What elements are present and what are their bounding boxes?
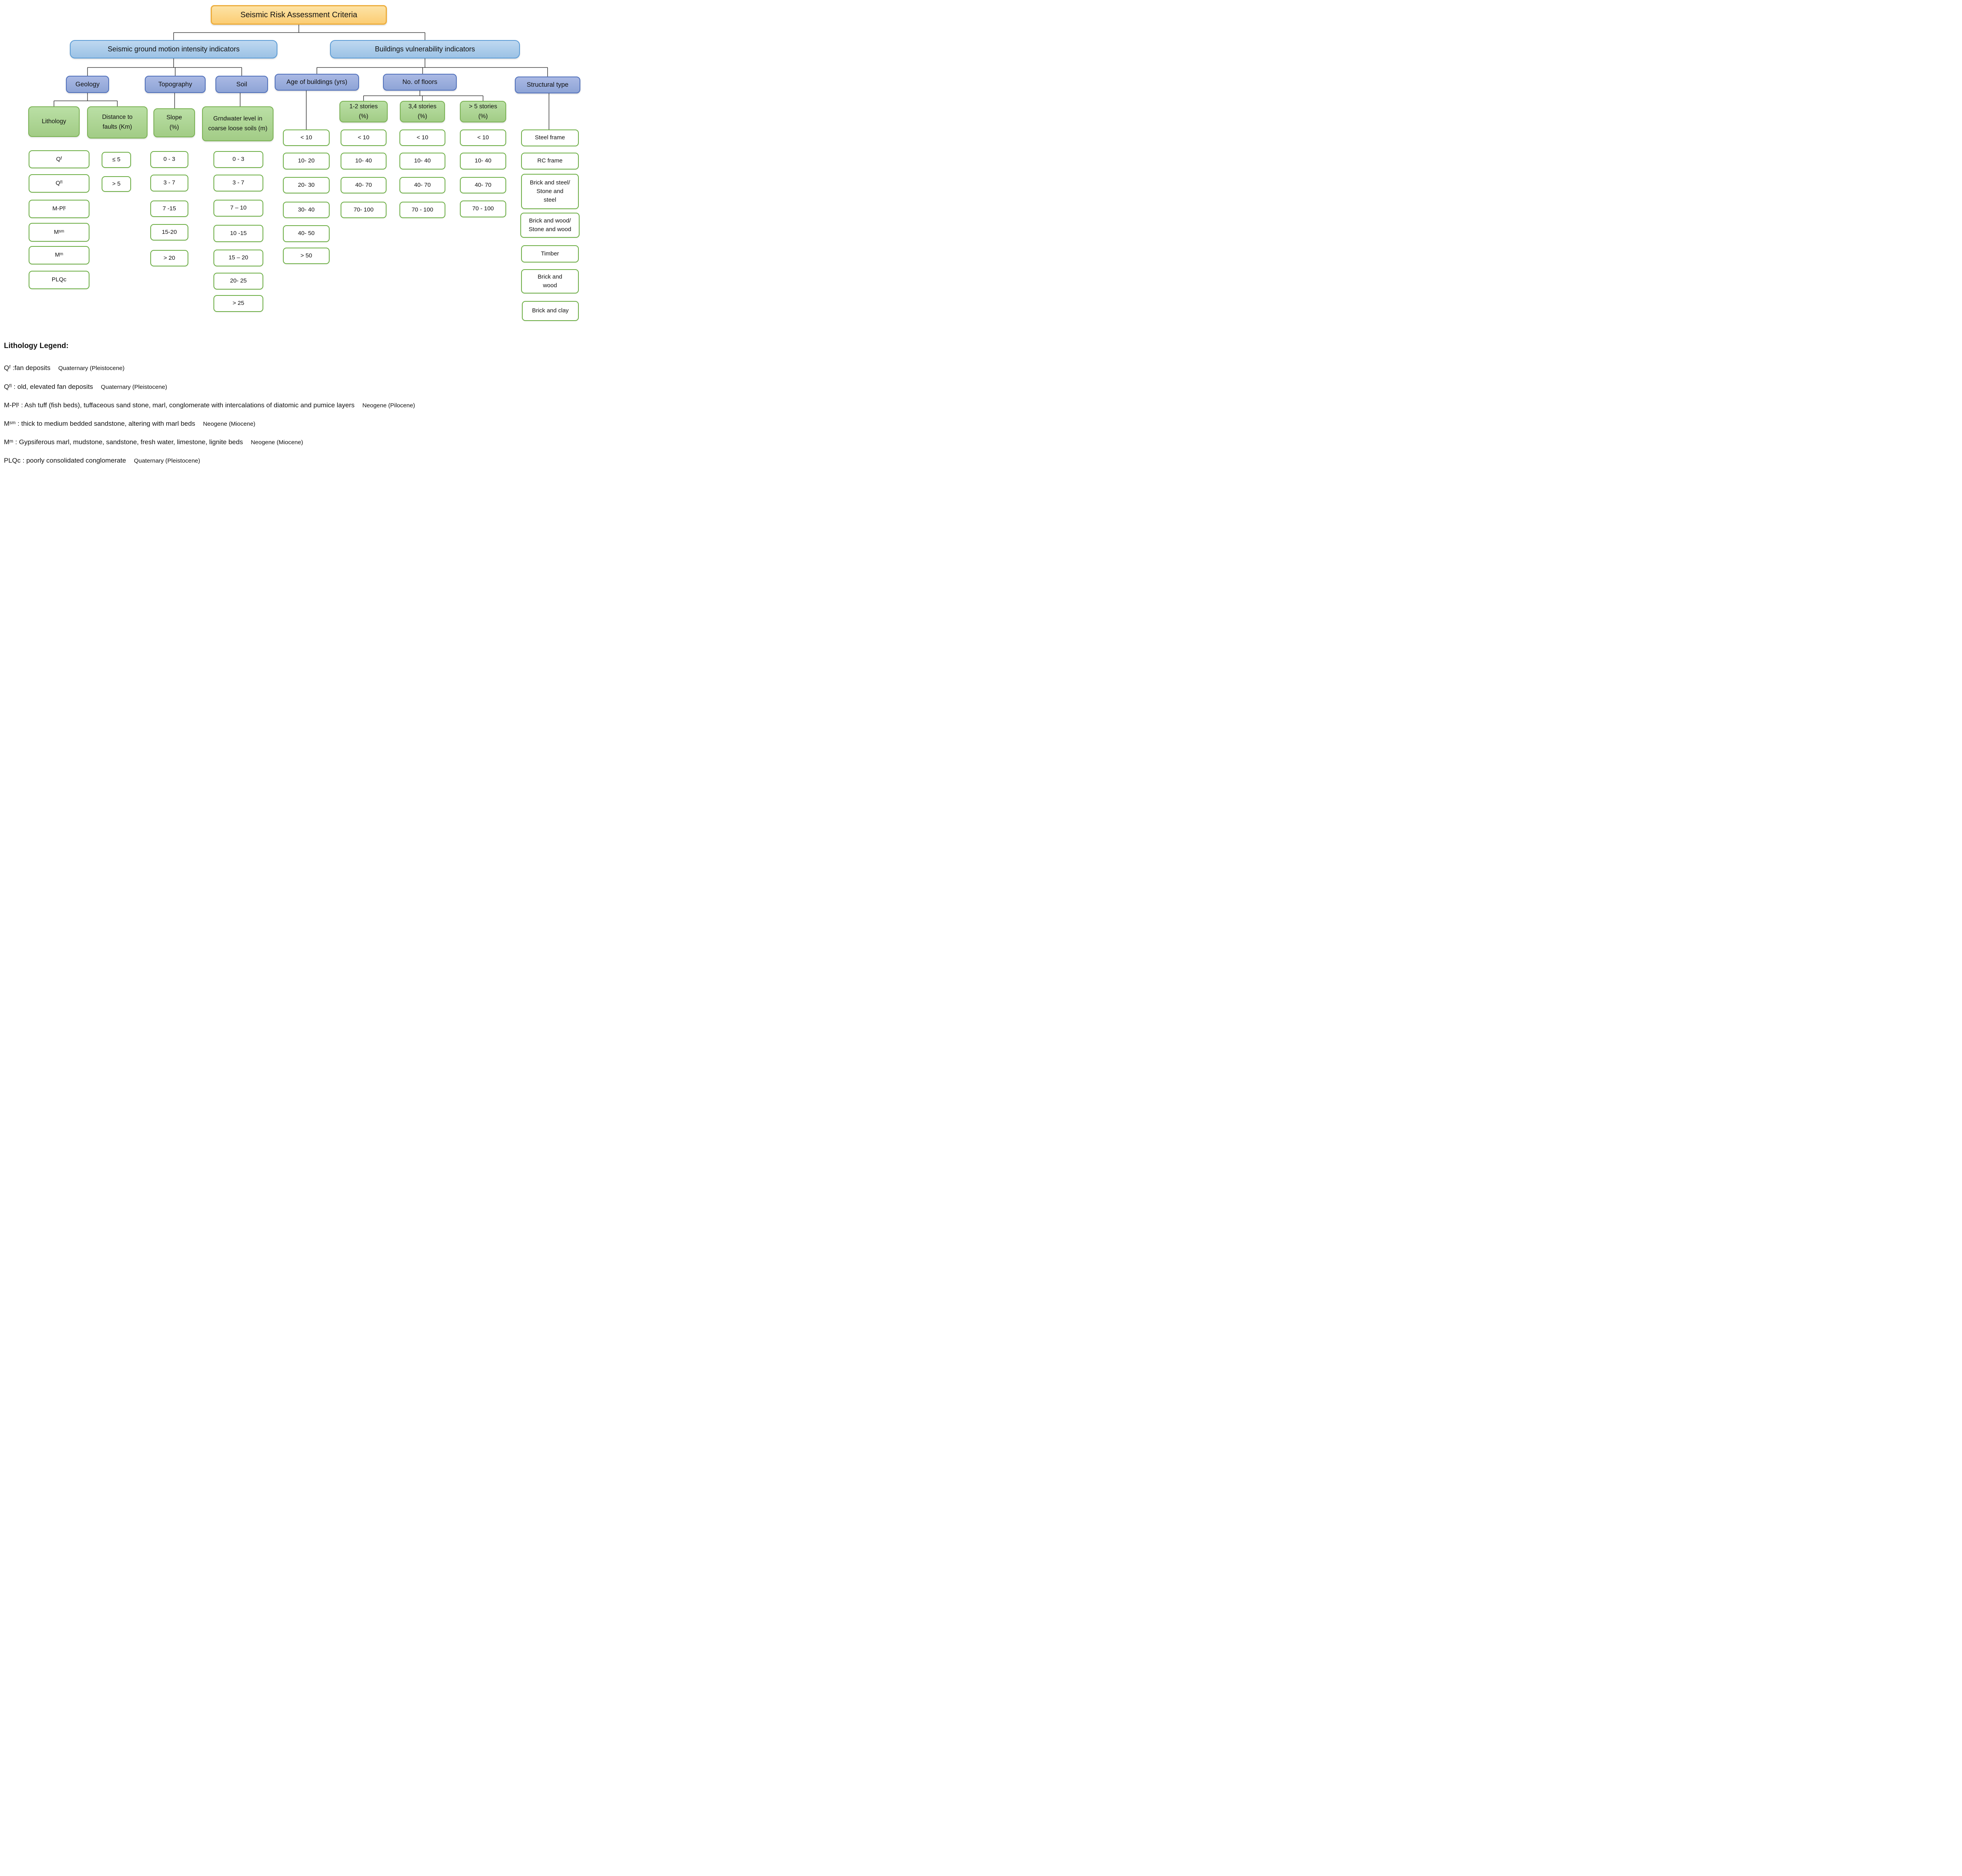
structural-type-value: Timber	[521, 245, 579, 263]
legend-entry-qf: Qᶠ:fan deposits Quaternary (Pleistocene)	[4, 364, 124, 372]
category-structural-type: Structural type	[515, 77, 580, 93]
stories-3-4-value: 40- 70	[399, 177, 445, 193]
category-age-of-buildings: Age of buildings (yrs)	[275, 74, 359, 91]
legend-term: PLQc	[4, 457, 21, 464]
age-value: 40- 50	[283, 225, 330, 242]
category-soil: Soil	[215, 76, 268, 93]
stories-1-2-value: 40- 70	[341, 177, 387, 193]
legend-term: M-Plᵗ	[4, 401, 19, 409]
structural-type-value: Brick and wood	[521, 269, 579, 294]
legend-desc: : thick to medium bedded sandstone, alte…	[17, 420, 195, 427]
legend-term: Mˢᵐ	[4, 420, 16, 427]
legend-desc: : Gypsiferous marl, mudstone, sandstone,…	[15, 438, 243, 446]
header-stories-3-4: 3,4 stories (%)	[400, 101, 445, 122]
legend-era: Neogene (Pilocene)	[362, 402, 415, 409]
header-slope: Slope (%)	[153, 108, 195, 137]
stories-5-plus-value: 10- 40	[460, 153, 506, 170]
stories-3-4-value: 10- 40	[399, 153, 445, 170]
header-stories-1-2: 1-2 stories (%)	[339, 101, 388, 122]
stories-5-plus-value: 70 - 100	[460, 201, 506, 217]
stories-3-4-value: 70 - 100	[399, 202, 445, 218]
legend-entry-plqc: PLQc: poorly consolidated conglomerate Qu…	[4, 457, 200, 465]
slope-value: > 20	[150, 250, 188, 266]
stories-1-2-value: 10- 40	[341, 153, 387, 170]
legend-desc: : old, elevated fan deposits	[13, 383, 93, 390]
structural-type-value: Steel frame	[521, 129, 579, 146]
soil-value: 10 -15	[213, 225, 263, 242]
age-value: 20- 30	[283, 177, 330, 193]
soil-value: 0 - 3	[213, 151, 263, 168]
structural-type-value: RC frame	[521, 153, 579, 170]
lithology-value: Qᶠˡ	[29, 174, 89, 193]
legend-era: Quaternary (Pleistocene)	[58, 365, 125, 372]
legend-era: Quaternary (Pleistocene)	[101, 384, 167, 390]
legend-desc: : Ash tuff (fish beds), tuffaceous sand …	[21, 401, 355, 409]
header-stories-5-plus: > 5 stories (%)	[460, 101, 506, 122]
legend-entry-msm: Mˢᵐ: thick to medium bedded sandstone, a…	[4, 420, 255, 428]
legend-desc: : poorly consolidated conglomerate	[22, 457, 126, 464]
age-value: 10- 20	[283, 153, 330, 170]
branch-buildings-vulnerability: Buildings vulnerability indicators	[330, 40, 520, 58]
header-lithology: Lithology	[28, 106, 80, 137]
header-grndwater-level: Grndwater level in coarse loose soils (m…	[202, 106, 274, 141]
lithology-value: Qᶠ	[29, 150, 89, 168]
header-distance-to-faults: Distance to faults (Km)	[87, 106, 148, 139]
age-value: > 50	[283, 248, 330, 264]
category-no-of-floors: No. of floors	[383, 74, 457, 91]
branch-ground-motion: Seismic ground motion intensity indicato…	[70, 40, 277, 58]
legend-entry-qfl: Qᶠˡ: old, elevated fan deposits Quaternar…	[4, 383, 167, 391]
distance-value: > 5	[102, 176, 131, 192]
structural-type-value: Brick and steel/ Stone and steel	[521, 174, 579, 209]
lithology-value: Mˢᵐ	[29, 223, 89, 242]
legend-entry-mm: Mᵐ: Gypsiferous marl, mudstone, sandston…	[4, 438, 303, 446]
soil-value: 3 - 7	[213, 175, 263, 191]
legend-term: Qᶠˡ	[4, 383, 12, 390]
legend-desc: :fan deposits	[13, 364, 51, 372]
structural-type-value: Brick and wood/ Stone and wood	[520, 213, 580, 238]
legend-entry-m-plt: M-Plᵗ: Ash tuff (fish beds), tuffaceous …	[4, 401, 415, 409]
soil-value: 7 – 10	[213, 200, 263, 217]
legend-era: Neogene (Miocene)	[251, 439, 303, 446]
slope-value: 15-20	[150, 224, 188, 241]
soil-value: > 25	[213, 295, 263, 312]
legend-era: Neogene (Miocene)	[203, 421, 255, 427]
legend-term: Mᵐ	[4, 438, 13, 446]
slope-value: 3 - 7	[150, 175, 188, 191]
legend-heading: Lithology Legend:	[4, 342, 69, 350]
structural-type-value: Brick and clay	[522, 301, 579, 321]
category-topography: Topography	[145, 76, 206, 93]
lithology-value: PLQc	[29, 271, 89, 289]
legend-era: Quaternary (Pleistocene)	[134, 458, 201, 464]
stories-1-2-value: 70- 100	[341, 202, 387, 218]
stories-3-4-value: < 10	[399, 129, 445, 146]
age-value: 30- 40	[283, 202, 330, 218]
legend-term: Qᶠ	[4, 364, 11, 372]
stories-5-plus-value: 40- 70	[460, 177, 506, 193]
seismic-risk-flowchart: Seismic Risk Assessment Criteria Seismic…	[0, 0, 590, 469]
category-geology: Geology	[66, 76, 109, 93]
root-node: Seismic Risk Assessment Criteria	[211, 5, 387, 25]
stories-1-2-value: < 10	[341, 129, 387, 146]
stories-5-plus-value: < 10	[460, 129, 506, 146]
slope-value: 0 - 3	[150, 151, 188, 168]
slope-value: 7 -15	[150, 201, 188, 217]
distance-value: ≤ 5	[102, 152, 131, 168]
soil-value: 20- 25	[213, 273, 263, 290]
lithology-value: Mᵐ	[29, 246, 89, 264]
age-value: < 10	[283, 129, 330, 146]
soil-value: 15 – 20	[213, 250, 263, 266]
lithology-value: M-Plᵗ	[29, 200, 89, 218]
